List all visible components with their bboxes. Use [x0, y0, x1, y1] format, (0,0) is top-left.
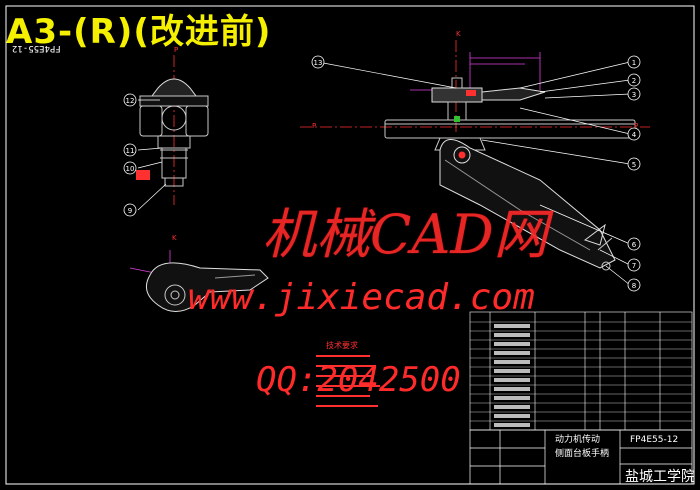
bom-cell-text-placeholder: [494, 333, 530, 337]
balloon: 10: [123, 161, 137, 175]
balloon: 5: [627, 157, 641, 171]
section-letter: K: [456, 30, 461, 38]
bom-cell-text-placeholder: [494, 423, 530, 427]
balloon-label: 6: [632, 241, 637, 249]
balloon-circle: [123, 143, 137, 157]
balloon-circle: [627, 237, 641, 251]
tech-req-lines: [316, 355, 380, 407]
balloon-circle: [311, 55, 325, 69]
balloon: 4: [627, 127, 641, 141]
section-letter: P: [312, 122, 316, 130]
section-letter: K: [172, 234, 177, 242]
balloon: 9: [123, 203, 137, 217]
balloon-leaders: [137, 61, 631, 286]
bom-rows: [470, 321, 692, 427]
balloon: 3: [627, 87, 641, 101]
balloon: 7: [627, 258, 641, 272]
bom-cell-text-placeholder: [494, 378, 530, 382]
balloon-label: 10: [126, 165, 135, 173]
section-letters: P P K K P: [172, 30, 638, 242]
balloon: 12: [123, 93, 137, 107]
watermark-line-1: 机械CAD网: [262, 203, 548, 266]
balloon-circle: [123, 203, 137, 217]
balloon-label: 9: [128, 207, 132, 215]
bom-cell-text-placeholder: [494, 414, 530, 418]
watermark-line-2: www.jixiecad.com: [188, 277, 535, 318]
balloon: 2: [627, 73, 641, 87]
balloon-circle: [627, 55, 641, 69]
balloon-circle: [123, 93, 137, 107]
balloon-circle: [627, 87, 641, 101]
balloon-circle: [627, 73, 641, 87]
tech-req-heading: 技术要求: [326, 340, 358, 350]
balloon-label: 2: [632, 77, 636, 85]
drawing-title: A3-(R)(改进前): [6, 12, 272, 52]
title-block: [469, 429, 693, 485]
bom-cell-text-placeholder: [494, 405, 530, 409]
green-accent: [454, 116, 460, 122]
red-accent-nut: [466, 90, 476, 96]
bom-cell-text-placeholder: [494, 324, 530, 328]
bom-cell-text-placeholder: [494, 351, 530, 355]
balloon: 8: [627, 278, 641, 292]
title-block-school: 盐城工学院: [625, 469, 695, 485]
k-view: [145, 262, 269, 312]
section-letter: P: [174, 46, 178, 54]
balloon-circle: [627, 157, 641, 171]
balloon-circle: [627, 127, 641, 141]
watermark-line-3: QQ:2042500: [256, 360, 461, 400]
bom-cell-text-placeholder: [494, 369, 530, 373]
bom-cell-text-placeholder: [494, 387, 530, 391]
balloon-circle: [123, 161, 137, 175]
balloon-label: 5: [632, 161, 636, 169]
drawing-frame: [5, 5, 695, 485]
balloon-circle: [627, 258, 641, 272]
bom-cell-text-placeholder: [494, 396, 530, 400]
balloon: 1: [627, 55, 641, 69]
balloon-label: 12: [126, 97, 135, 105]
balloon-label: 1: [632, 59, 636, 67]
bom-cell-text-placeholder: [494, 360, 530, 364]
balloon-label: 7: [632, 262, 636, 270]
balloon-label: 11: [126, 147, 135, 155]
balloon-label: 8: [632, 282, 636, 290]
balloon-label: 13: [314, 59, 323, 67]
balloon-label: 4: [632, 131, 637, 139]
section-letter: P: [634, 122, 638, 130]
balloon: 11: [123, 143, 137, 157]
drawing-code-rotated: FP4E55-12: [12, 43, 61, 53]
title-block-name-2: 侧面台板手柄: [555, 447, 609, 459]
balloon-circle: [627, 278, 641, 292]
balloon: 6: [627, 237, 641, 251]
title-block-name-1: 动力机传动: [555, 433, 600, 445]
balloon-label: 3: [632, 91, 636, 99]
side-red-hatch: [136, 170, 150, 180]
side-view: [139, 78, 209, 187]
title-block-drawing-no: FP4E55-12: [630, 435, 678, 445]
balloon: 13: [311, 55, 325, 69]
bom-cell-text-placeholder: [494, 342, 530, 346]
